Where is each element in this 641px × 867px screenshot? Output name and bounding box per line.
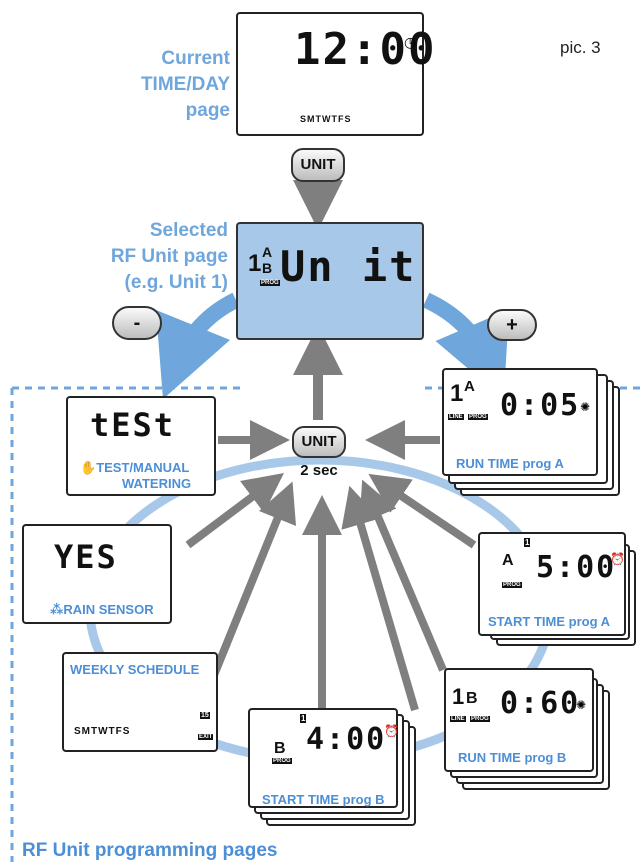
start-b-display: 1 B PROG 4:00 ⏰ START TIME prog B: [248, 708, 399, 808]
blue-arrow-left: [155, 292, 240, 400]
weekday-row: SMTWTFS: [300, 114, 352, 124]
arrow-rain: [185, 473, 284, 549]
run-b-time: 0:60: [500, 686, 581, 721]
run-a-line: LINE: [448, 414, 464, 420]
arrow-start-a: [368, 473, 477, 549]
weekly-days: SMTWTFS: [74, 726, 131, 737]
sprinkler-icon: ✺: [580, 400, 591, 414]
selected-page-label: Selected RF Unit page (e.g. Unit 1): [78, 218, 228, 296]
start-a-letter: A: [502, 552, 514, 569]
programming-pages-label: RF Unit programming pages: [22, 840, 278, 861]
sprinkler-icon-b: ✺: [576, 698, 587, 712]
blue-arrow-right: [422, 292, 509, 399]
unit-prog-tag: PROG: [260, 280, 280, 286]
start-b-time: 4:00: [306, 722, 387, 757]
test-text: tESt: [90, 406, 176, 444]
unit-text: Un it: [280, 242, 417, 291]
unit-prog-b: B: [262, 260, 273, 276]
run-b-num: 1: [452, 684, 465, 709]
test-caption-text1: TEST/MANUAL: [96, 460, 190, 475]
clock-icon: ◷: [404, 34, 417, 50]
rain-caption: ⁂RAIN SENSOR: [50, 602, 154, 618]
hand-icon: ✋: [80, 460, 97, 475]
alarm-clock-icon: ⏰: [384, 724, 399, 738]
unit-prog-a: A: [262, 244, 273, 260]
start-b-caption: START TIME prog B: [262, 792, 385, 807]
minus-button[interactable]: -: [112, 306, 162, 340]
weekly-display: WEEKLY SCHEDULE SMTWTFS 15 EXIT: [62, 652, 218, 752]
run-b-prog: PROG: [470, 716, 490, 722]
run-a-display: 1 A LINE PROG 0:05 ✺ RUN TIME prog A: [442, 368, 598, 476]
run-b-line: LINE: [450, 716, 466, 722]
selected-page-label-line3: (e.g. Unit 1): [124, 272, 228, 293]
run-a-time: 0:05: [500, 388, 581, 423]
selected-page-label-line2: RF Unit page: [110, 246, 228, 267]
pic-label: pic. 3: [560, 38, 601, 57]
current-time: 12:00: [294, 24, 437, 75]
start-b-letter: B: [274, 740, 286, 757]
start-a-display: 1 A PROG 5:00 ⏰ START TIME prog A: [478, 532, 626, 636]
test-caption-line1: ✋TEST/MANUAL: [80, 460, 189, 476]
run-a-letter: A: [464, 378, 475, 395]
test-caption-line2: WATERING: [122, 476, 192, 491]
alarm-clock-icon-a: ⏰: [610, 552, 625, 566]
arrow-run-b-1: [341, 485, 419, 712]
start-a-prog: PROG: [502, 582, 522, 588]
weekly-exit: EXIT: [198, 734, 214, 740]
unit-button-top[interactable]: UNIT: [291, 148, 345, 182]
current-page-label-line2: TIME/DAY: [140, 74, 230, 95]
start-a-caption: START TIME prog A: [488, 614, 611, 629]
run-a-num: 1: [450, 380, 464, 407]
selected-page-label-line1: Selected: [149, 220, 228, 241]
start-a-time: 5:00: [536, 550, 617, 585]
unit-number: 1: [248, 250, 262, 277]
rain-display: YES ⁂RAIN SENSOR: [22, 524, 172, 624]
run-b-caption: RUN TIME prog B: [458, 750, 567, 765]
current-page-label: Current TIME/DAY page: [90, 46, 230, 124]
weekly-num: 15: [200, 712, 210, 719]
rain-text: YES: [54, 538, 118, 576]
raindrops-icon: ⁂: [50, 602, 64, 617]
start-a-badge: 1: [524, 538, 531, 547]
start-b-badge: 1: [300, 714, 307, 723]
run-a-prog: PROG: [468, 414, 488, 420]
run-b-letter: B: [466, 690, 478, 707]
current-page-label-line3: page: [185, 100, 230, 121]
arrow-weekly: [206, 481, 297, 687]
unit-hold-time: 2 sec: [300, 462, 338, 479]
unit-button-center[interactable]: UNIT: [292, 426, 346, 458]
plus-button[interactable]: +: [487, 309, 537, 341]
start-b-prog: PROG: [272, 758, 292, 764]
arrow-run-b-2: [359, 479, 447, 672]
test-display: tESt ✋TEST/MANUAL WATERING: [66, 396, 216, 496]
weekly-caption: WEEKLY SCHEDULE: [70, 662, 200, 677]
time-day-display: 12:00 ◷ SMTWTFS: [236, 12, 434, 136]
current-page-label-line1: Current: [161, 48, 230, 69]
run-a-caption: RUN TIME prog A: [456, 456, 564, 471]
rf-unit-display: 1 A B PROG Un it: [236, 222, 424, 340]
run-b-display: 1 B LINE PROG 0:60 ✺ RUN TIME prog B: [444, 668, 594, 772]
rain-caption-text: RAIN SENSOR: [63, 602, 154, 617]
